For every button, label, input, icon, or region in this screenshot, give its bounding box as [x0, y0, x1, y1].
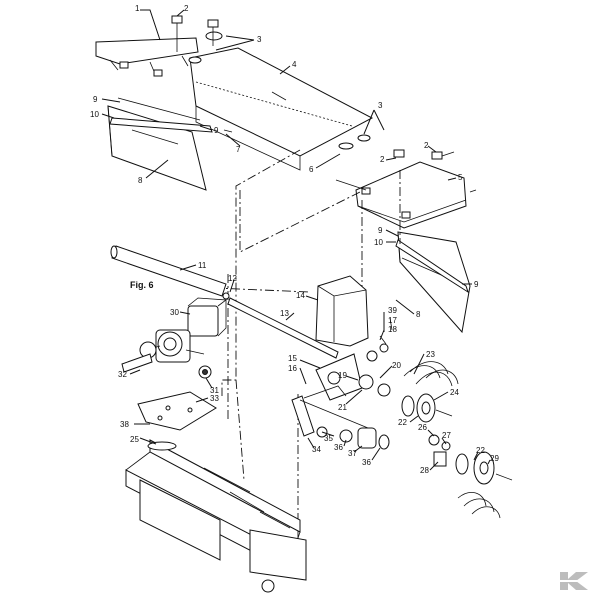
callout-3: 3	[257, 35, 262, 44]
callout-32: 32	[118, 370, 127, 379]
callout-36: 36	[362, 458, 371, 467]
callout-16: 16	[288, 364, 297, 373]
callout-11: 11	[198, 261, 207, 270]
callout-33: 33	[210, 394, 219, 403]
callout-29: 29	[490, 454, 499, 463]
callout-9: 9	[378, 226, 383, 235]
callout-30: 30	[170, 308, 179, 317]
callout-22: 22	[398, 418, 407, 427]
right-hood-5	[335, 149, 477, 229]
callout-7: 7	[236, 145, 241, 154]
callout-8: 8	[416, 310, 421, 319]
callout-14: 14	[296, 291, 305, 300]
callout-31: 31	[210, 386, 219, 395]
callout-17: 17	[388, 316, 397, 325]
callout-28: 28	[420, 466, 429, 475]
callout-13: 13	[280, 309, 289, 318]
callout-22: 22	[476, 446, 485, 455]
leader-lines	[101, 9, 491, 471]
cover-plate-1	[95, 37, 199, 77]
callout-19: 19	[338, 371, 347, 380]
base-frame	[125, 439, 307, 593]
callout-6: 6	[309, 165, 314, 174]
callout-37: 37	[348, 449, 357, 458]
callout-9: 9	[214, 126, 219, 135]
callout-36: 36	[334, 443, 343, 452]
callout-38: 38	[120, 420, 129, 429]
callout-24: 24	[450, 388, 459, 397]
callout-labels: 1 2 3 4 9 10 9 7 8 3 6 2 2 5 9 10 9 8 11…	[90, 4, 499, 475]
callout-35: 35	[324, 434, 333, 443]
callout-8: 8	[138, 176, 143, 185]
callout-2: 2	[184, 4, 189, 13]
right-shield-plate-8	[395, 231, 471, 334]
callout-25: 25	[130, 435, 139, 444]
gearbox-assembly	[121, 297, 228, 379]
callout-9: 9	[474, 280, 479, 289]
callout-21: 21	[338, 403, 347, 412]
callout-34: 34	[312, 445, 321, 454]
callout-39: 39	[388, 306, 397, 315]
arm-assembly-lower	[291, 395, 390, 450]
callout-23: 23	[426, 350, 435, 359]
callout-10: 10	[90, 110, 99, 119]
left-shield-plate-8	[107, 97, 213, 191]
tube-11-and-shaft-13	[110, 245, 339, 359]
callout-10: 10	[374, 238, 383, 247]
callout-27: 27	[442, 431, 451, 440]
callout-2: 2	[424, 141, 429, 150]
callout-12: 12	[228, 274, 237, 283]
rotor-assembly-lower	[428, 434, 513, 519]
callout-4: 4	[292, 60, 297, 69]
main-hood-4	[188, 31, 374, 171]
callout-15: 15	[288, 354, 297, 363]
bearing-housing	[303, 317, 393, 401]
callout-20: 20	[392, 361, 401, 370]
callout-1: 1	[135, 4, 140, 13]
callout-18: 18	[388, 325, 397, 334]
callout-9: 9	[93, 95, 98, 104]
callout-26: 26	[418, 423, 427, 432]
callout-2: 2	[380, 155, 385, 164]
callout-5: 5	[458, 173, 463, 182]
figure-label: Fig. 6	[130, 280, 154, 290]
callout-3: 3	[378, 101, 383, 110]
guard-cover-14	[315, 275, 369, 347]
rotor-assembly-upper	[401, 361, 459, 423]
brand-k-logo-icon	[558, 572, 592, 590]
